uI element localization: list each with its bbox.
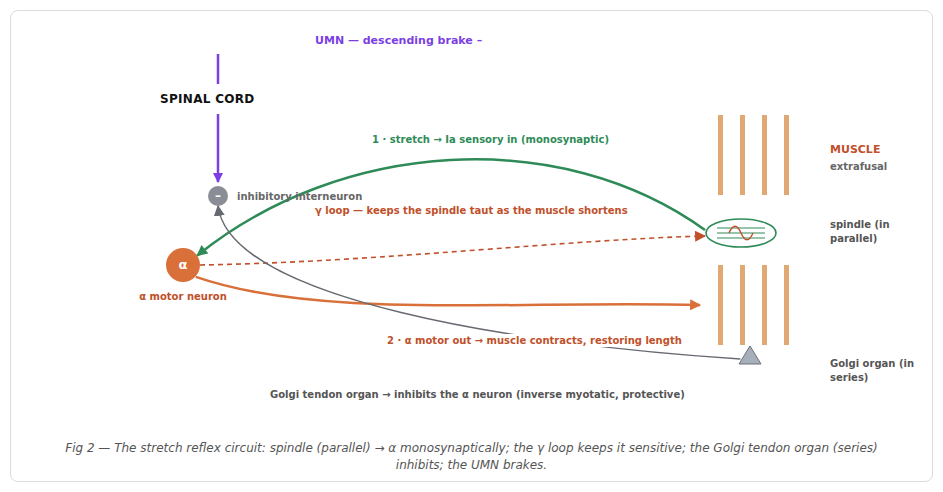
spindle-symbol <box>705 218 777 248</box>
edge-label: 1 · stretch → Ia sensory in (monosynapti… <box>370 133 611 146</box>
motor-neuron-circle: α <box>166 248 200 282</box>
spinal-cord-shape <box>62 88 302 340</box>
intrafusal-fibre <box>717 228 765 229</box>
motor-neuron-node: α α motor neuron <box>118 248 248 308</box>
sensory-afferent <box>197 159 705 255</box>
spinal-cord-region: SPINAL CORD–inhibitory interneuronαα mot… <box>62 88 302 340</box>
muscle-heading: MUSCLE <box>830 143 880 156</box>
edge-label: γ loop — keeps the spindle taut as the m… <box>313 204 630 217</box>
spindle-label: spindle (in parallel) <box>830 218 908 246</box>
intrafusal-fibre <box>717 238 765 239</box>
interneuron-circle: – <box>208 186 228 206</box>
extrafusal-fibre <box>740 265 745 345</box>
golgi-note: Golgi tendon organ → inhibits the α neur… <box>268 388 687 401</box>
umn-line <box>217 54 220 84</box>
golgi-node: Golgi organ (in series) <box>738 345 920 385</box>
golgi-inhibition <box>218 206 740 359</box>
gamma-loop <box>200 236 705 265</box>
spinal-cord-outline <box>62 88 302 340</box>
motor-neuron-label: α motor neuron <box>139 291 227 302</box>
umn-arrow <box>217 114 220 182</box>
extrafusal-fibre <box>718 115 723 195</box>
extrafusal-fibre <box>718 265 723 345</box>
figure-card <box>10 10 933 482</box>
golgi-symbol <box>738 345 762 365</box>
figure-caption: Fig 2 — The stretch reflex circuit: spin… <box>60 440 883 474</box>
muscle-fibres <box>700 105 920 395</box>
spindle-node: spindle (in parallel) <box>705 216 920 250</box>
extrafusal-fibre <box>784 265 789 345</box>
interneuron-label: inhibitory interneuron <box>237 191 362 202</box>
region-heading: SPINAL CORD <box>160 92 255 106</box>
umn-label: UMN — descending brake – <box>313 34 484 47</box>
extrafusal-fibre <box>784 115 789 195</box>
extrafusal-fibre <box>762 265 767 345</box>
extrafusal-fibre <box>762 115 767 195</box>
edge-label: 2 · α motor out → muscle contracts, rest… <box>385 334 684 347</box>
motor-efferent <box>196 277 700 306</box>
golgi-triangle <box>739 346 761 364</box>
spindle-wave <box>729 226 753 240</box>
muscle-node: MUSCLE extrafusal spindle (in parallel) Gol… <box>700 105 920 395</box>
muscle-subtitle: extrafusal <box>830 161 887 172</box>
golgi-label: Golgi organ (in series) <box>830 357 914 385</box>
extrafusal-fibre <box>740 115 745 195</box>
spindle-capsule <box>706 219 776 247</box>
